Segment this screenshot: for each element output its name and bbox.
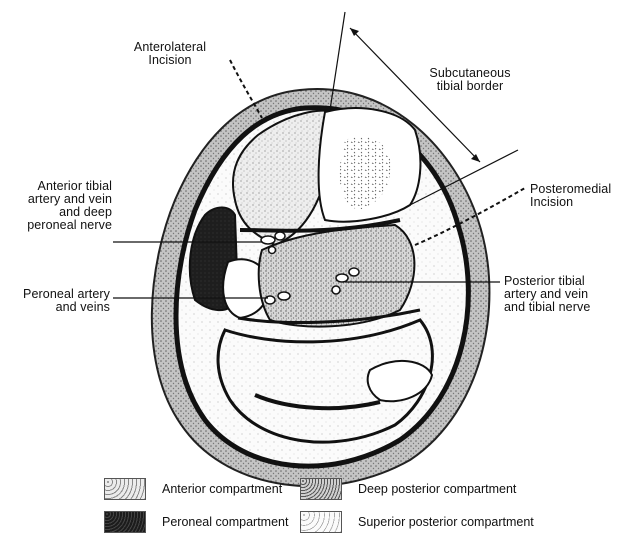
posteromedial-incision-label: Posteromedial Incision [530, 183, 616, 209]
legend-label-peroneal: Peroneal compartment [162, 515, 288, 529]
legend-swatch-deep-posterior [300, 478, 342, 500]
legend-label-anterior: Anterior compartment [162, 482, 282, 496]
anterolateral-incision-label: Anterolateral Incision [118, 41, 222, 67]
subcutaneous-tibial-border-label: Subcutaneous tibial border [410, 67, 530, 93]
legend-label-superior-posterior: Superior posterior compartment [358, 515, 534, 529]
anterior-tibial-label: Anterior tibial artery and vein and deep… [4, 180, 112, 232]
legend-label-deep-posterior: Deep posterior compartment [358, 482, 516, 496]
legend-swatch-superior-posterior [300, 511, 342, 533]
peroneal-artery-label: Peroneal artery and veins [4, 288, 110, 314]
legend-swatch-anterior [104, 478, 146, 500]
posterior-tibial-label: Posterior tibial artery and vein and tib… [504, 275, 616, 314]
legend-swatch-peroneal [104, 511, 146, 533]
